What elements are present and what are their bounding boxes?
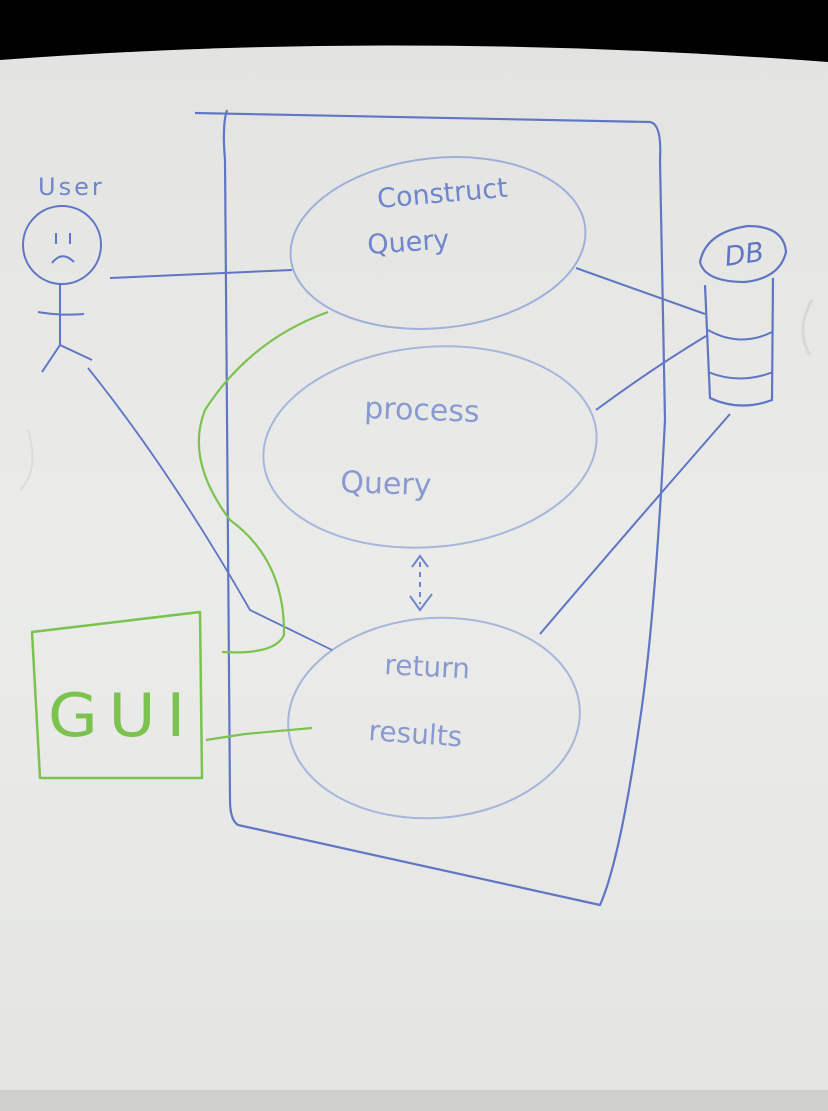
- gui-link-return: [205, 726, 313, 742]
- association-user-construct: [109, 269, 293, 279]
- gui-link-construct: [197, 310, 329, 654]
- use-case-label: Query: [366, 224, 450, 261]
- ghost-mark: [19, 429, 34, 491]
- use-case-label: Query: [340, 465, 432, 503]
- db-band: [707, 329, 773, 341]
- db-label: DB: [723, 237, 766, 273]
- frown-icon: [51, 255, 75, 264]
- db-band: [707, 371, 774, 380]
- use-case-label: results: [368, 714, 464, 753]
- use-case-label: process: [364, 391, 480, 430]
- association-process-db: [595, 335, 707, 411]
- arrowhead-up-icon: [411, 554, 429, 568]
- system-boundary: [194, 109, 667, 907]
- actor-head-icon: [22, 205, 102, 285]
- use-case-label: return: [384, 648, 471, 685]
- association-construct-db: [575, 267, 706, 315]
- ghost-mark: [801, 299, 814, 356]
- whiteboard-surface: [0, 45, 828, 1111]
- board-ledge: [0, 1090, 828, 1111]
- use-case-construct-query[interactable]: [282, 143, 594, 343]
- use-case-process-query[interactable]: [255, 333, 605, 561]
- db-top: [698, 224, 788, 284]
- gui-box[interactable]: [30, 610, 204, 780]
- actor-label: User: [38, 173, 105, 201]
- db-cylinder-icon[interactable]: [703, 277, 775, 407]
- actor-body: [37, 284, 93, 373]
- arrowhead-down-icon: [409, 593, 433, 612]
- association-return-db: [539, 413, 731, 635]
- association-user-return: [87, 367, 333, 651]
- use-case-return-results[interactable]: [281, 608, 586, 828]
- gui-label: GUI: [48, 681, 196, 751]
